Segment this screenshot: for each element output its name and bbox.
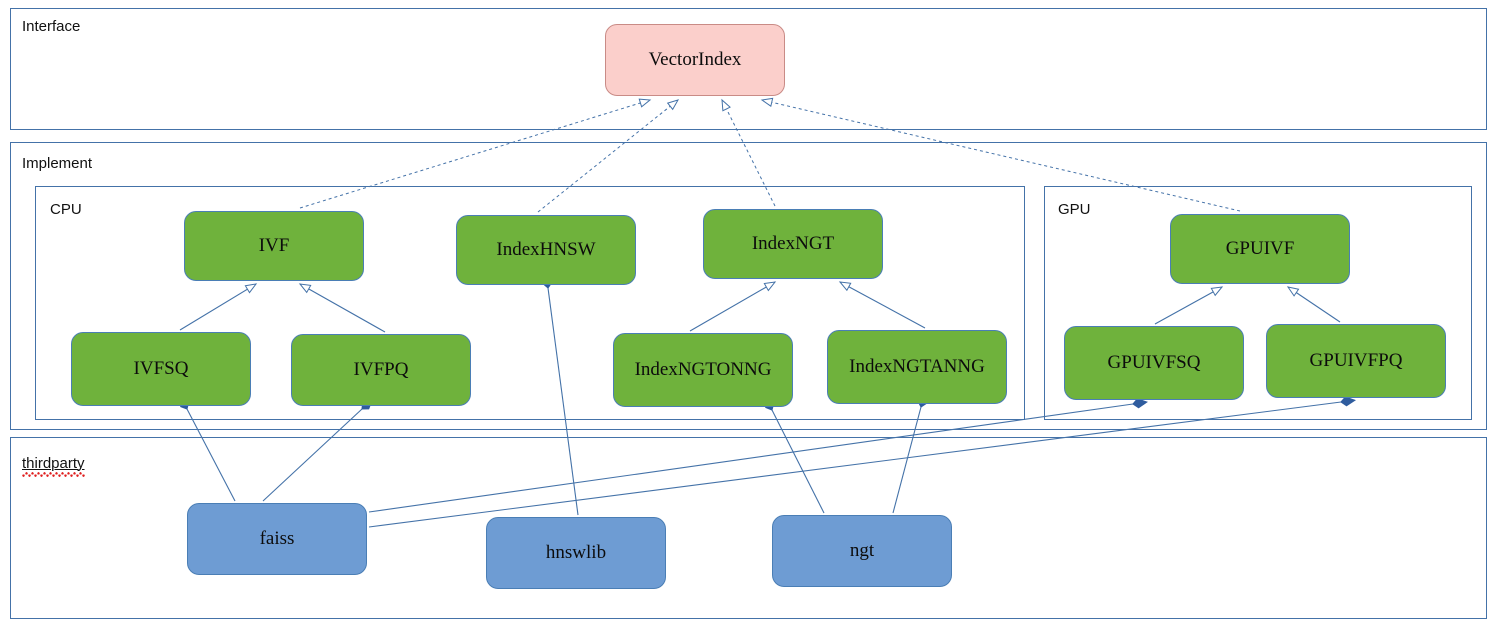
- node-indexngt[interactable]: IndexNGT: [703, 209, 883, 279]
- node-vectorindex[interactable]: VectorIndex: [605, 24, 785, 96]
- node-gpuivfpq[interactable]: GPUIVFPQ: [1266, 324, 1446, 398]
- package-label-gpu: GPU: [1058, 201, 1091, 218]
- node-indexngtonng[interactable]: IndexNGTONNG: [613, 333, 793, 407]
- node-gpuivf[interactable]: GPUIVF: [1170, 214, 1350, 284]
- node-hnswlib[interactable]: hnswlib: [486, 517, 666, 589]
- node-indexhnsw[interactable]: IndexHNSW: [456, 215, 636, 285]
- node-ivfsq[interactable]: IVFSQ: [71, 332, 251, 406]
- node-faiss[interactable]: faiss: [187, 503, 367, 575]
- package-label-interface: Interface: [22, 18, 81, 35]
- package-label-thirdparty: thirdparty: [22, 456, 85, 477]
- node-ngt[interactable]: ngt: [772, 515, 952, 587]
- node-indexngtanng[interactable]: IndexNGTANNG: [827, 330, 1007, 404]
- package-label-implement: Implement: [22, 155, 93, 172]
- node-gpuivfsq[interactable]: GPUIVFSQ: [1064, 326, 1244, 400]
- node-ivfpq[interactable]: IVFPQ: [291, 334, 471, 406]
- package-label-cpu: CPU: [50, 201, 82, 218]
- node-ivf[interactable]: IVF: [184, 211, 364, 281]
